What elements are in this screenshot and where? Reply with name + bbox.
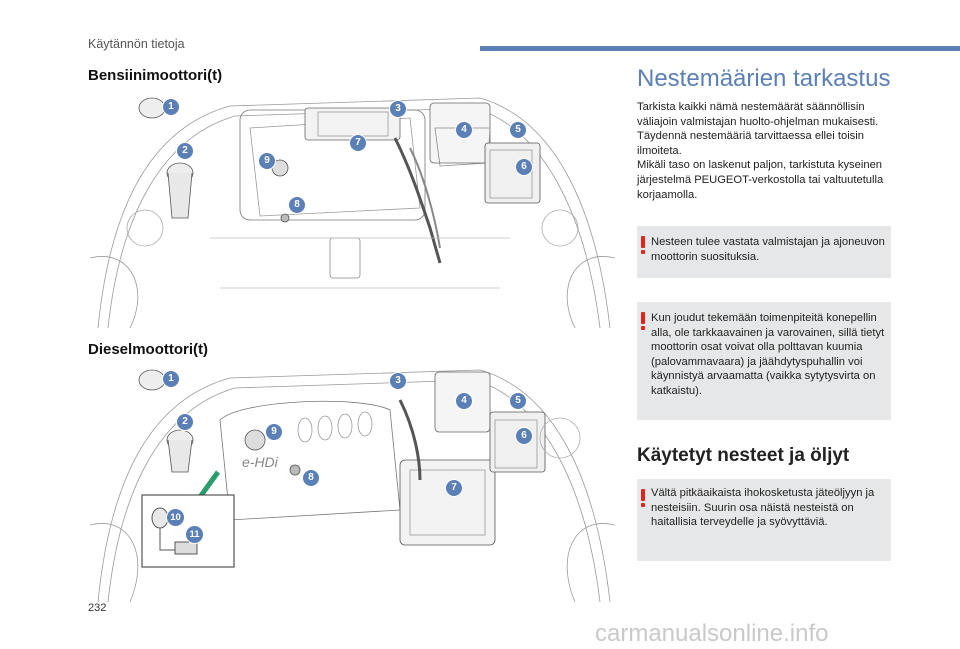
fluid-check-title: Nestemäärien tarkastus bbox=[637, 65, 891, 92]
header-accent-bar bbox=[480, 46, 960, 51]
petrol-marker-7: 7 bbox=[349, 134, 367, 152]
warning-box-fluid-spec: Nesteen tulee vastata valmistajan ja ajo… bbox=[637, 226, 891, 278]
diesel-marker-5: 5 bbox=[509, 392, 527, 410]
petrol-marker-6: 6 bbox=[515, 158, 533, 176]
warning-icon bbox=[641, 312, 645, 330]
petrol-marker-3: 3 bbox=[389, 100, 407, 118]
petrol-marker-9: 9 bbox=[258, 152, 276, 170]
warning-icon bbox=[641, 489, 645, 507]
intro-paragraph-2: Mikäli taso on laskenut paljon, tarkistu… bbox=[637, 159, 884, 201]
petrol-engine-heading: Bensiinimoottori(t) bbox=[88, 67, 223, 84]
used-fluids-title: Käytetyt nesteet ja öljyt bbox=[637, 445, 850, 466]
section-label: Käytännön tietoja bbox=[88, 37, 185, 51]
diesel-marker-11: 11 bbox=[185, 525, 204, 544]
diesel-engine-illustration bbox=[90, 369, 615, 603]
fluid-check-intro: Tarkista kaikki nämä nestemäärät säännöl… bbox=[637, 100, 895, 202]
warning-text-hot-parts: Kun joudut tekemään toimenpiteitä konepe… bbox=[651, 312, 885, 397]
warning-text-fluid-spec: Nesteen tulee vastata valmistajan ja ajo… bbox=[651, 236, 885, 263]
warning-box-used-fluids: Vältä pitkäaikaista ihokosketusta jäteöl… bbox=[637, 479, 891, 561]
diesel-marker-6: 6 bbox=[515, 427, 533, 445]
diesel-engine-heading: Dieselmoottori(t) bbox=[88, 341, 208, 358]
petrol-marker-4: 4 bbox=[455, 121, 473, 139]
petrol-marker-1: 1 bbox=[162, 98, 180, 116]
diesel-marker-2: 2 bbox=[176, 413, 194, 431]
petrol-marker-2: 2 bbox=[176, 142, 194, 160]
diesel-marker-1: 1 bbox=[162, 370, 180, 388]
warning-box-hot-parts: Kun joudut tekemään toimenpiteitä konepe… bbox=[637, 302, 891, 420]
diesel-marker-8: 8 bbox=[302, 469, 320, 487]
diesel-marker-9: 9 bbox=[265, 423, 283, 441]
intro-paragraph-1: Tarkista kaikki nämä nestemäärät säännöl… bbox=[637, 101, 879, 157]
engine-logo: e-HDi bbox=[242, 454, 278, 470]
diesel-marker-3: 3 bbox=[389, 372, 407, 390]
page-number: 232 bbox=[88, 602, 107, 614]
diesel-marker-7: 7 bbox=[445, 479, 463, 497]
warning-text-used-fluids: Vältä pitkäaikaista ihokosketusta jäteöl… bbox=[651, 487, 875, 529]
petrol-engine-illustration bbox=[90, 97, 615, 329]
diesel-marker-10: 10 bbox=[166, 508, 185, 527]
diesel-marker-4: 4 bbox=[455, 392, 473, 410]
petrol-marker-8: 8 bbox=[288, 196, 306, 214]
petrol-marker-5: 5 bbox=[509, 121, 527, 139]
warning-icon bbox=[641, 236, 645, 254]
watermark: carmanualsonline.info bbox=[595, 620, 829, 647]
